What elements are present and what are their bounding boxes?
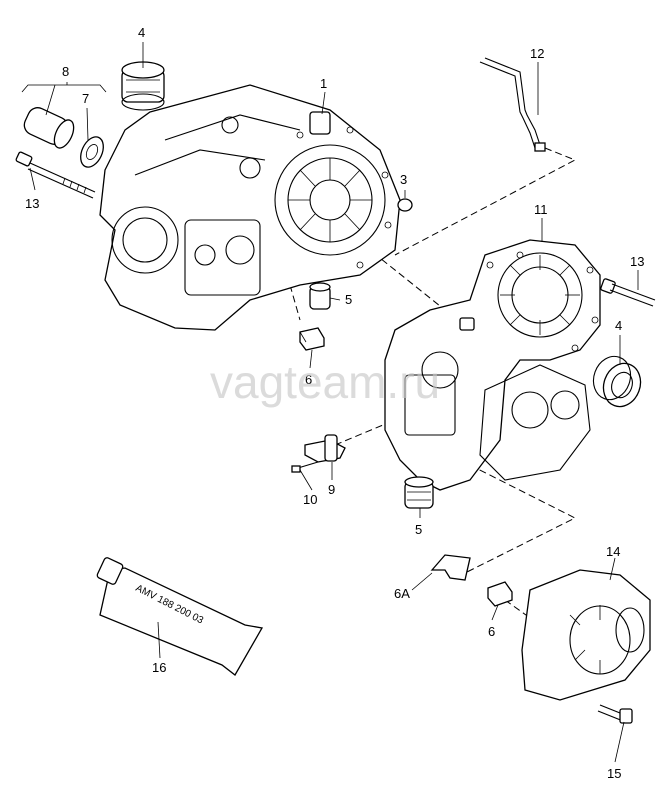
magnet-block-upper [299, 327, 325, 351]
callout-6-lower: 6 [488, 624, 495, 639]
plug [397, 198, 413, 212]
callout-6A: 6A [394, 586, 410, 601]
watermark: vagteam.ru [210, 356, 440, 408]
bearing-right [592, 355, 642, 408]
callout-10: 10 [303, 492, 317, 507]
callout-12: 12 [530, 46, 544, 61]
cap-lower [404, 476, 434, 509]
bolt-right [600, 278, 656, 307]
callout-5-upper: 5 [345, 292, 352, 307]
callout-16: 16 [152, 660, 166, 675]
bushing-and-seal [23, 107, 104, 168]
callout-5-lower: 5 [415, 522, 422, 537]
callout-4-top: 4 [138, 25, 145, 40]
callout-4-right: 4 [615, 318, 622, 333]
cap-upper [309, 282, 331, 310]
callout-labels: 4 8 7 13 1 3 5 6 12 11 13 4 9 10 5 6A 6 … [25, 25, 644, 781]
callout-13-right: 13 [630, 254, 644, 269]
bolt-lower [597, 704, 633, 724]
gearbox-housing-center [384, 239, 601, 491]
bearing-top [121, 61, 165, 111]
callout-11: 11 [534, 202, 548, 217]
callout-9: 9 [328, 482, 335, 497]
callout-15: 15 [607, 766, 621, 781]
leader-lines [21, 42, 639, 763]
wire-bracket [479, 57, 546, 152]
callout-8: 8 [62, 64, 69, 79]
callout-7: 7 [82, 91, 89, 106]
housing-cover [521, 569, 651, 701]
callout-13-left: 13 [25, 196, 39, 211]
magnet-block-lower [487, 581, 513, 607]
callout-3: 3 [400, 172, 407, 187]
callout-1: 1 [320, 76, 327, 91]
sensor-and-screw [291, 434, 346, 473]
callout-14: 14 [606, 544, 620, 559]
clip [430, 554, 471, 581]
sealant-tube: AMV 188 200 03 [96, 557, 264, 676]
callout-6-upper: 6 [305, 372, 312, 387]
transmission-housing-upper [99, 84, 401, 331]
bolt-left [15, 151, 96, 199]
